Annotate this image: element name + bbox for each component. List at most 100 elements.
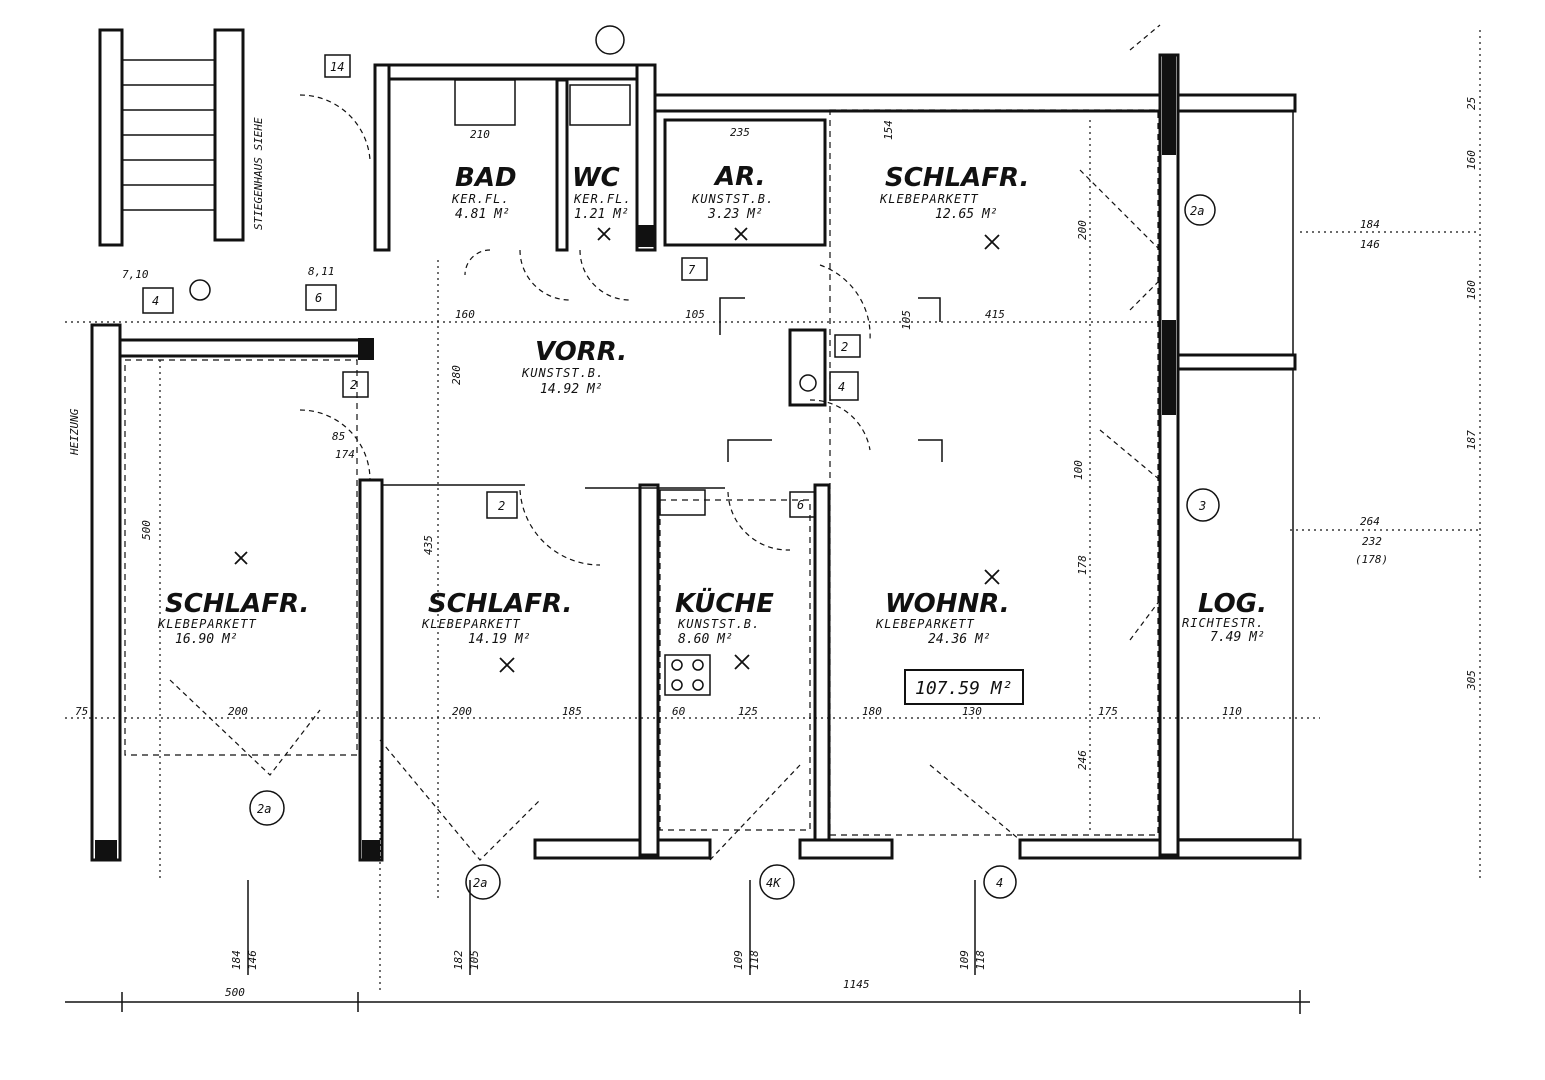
room-name: AR. [713, 162, 766, 192]
svg-text:109: 109 [732, 950, 745, 970]
svg-text:2: 2 [498, 499, 505, 513]
svg-text:16.90 M²: 16.90 M² [175, 632, 238, 647]
svg-text:7: 7 [688, 263, 696, 277]
svg-text:3: 3 [1198, 499, 1206, 513]
svg-text:4K: 4K [766, 876, 781, 890]
svg-text:2a: 2a [473, 876, 487, 890]
wall-bottom-kitchen [533, 838, 712, 860]
room-left-inner [124, 359, 358, 756]
room-bad: BAD KER.FL. 4.81 M² [451, 163, 517, 222]
svg-text:130: 130 [962, 705, 982, 718]
wall-loggia-divider [1158, 53, 1180, 857]
svg-text:4.81 M²: 4.81 M² [455, 207, 510, 222]
bathtub [454, 79, 516, 126]
svg-text:180: 180 [1465, 280, 1478, 300]
svg-text:1145: 1145 [843, 978, 870, 991]
stair-note: STIEGENHAUS SIEHE [252, 117, 265, 230]
svg-text:280: 280 [450, 365, 463, 385]
room-name: VORR. [535, 337, 627, 367]
svg-text:14.92 M²: 14.92 M² [540, 382, 603, 397]
svg-text:3.23 M²: 3.23 M² [707, 207, 763, 222]
room-name: WOHNR. [885, 589, 1010, 619]
svg-text:4: 4 [838, 380, 845, 394]
svg-text:435: 435 [422, 535, 435, 555]
svg-text:100: 100 [1072, 460, 1085, 480]
svg-text:14.19 M²: 14.19 M² [468, 632, 531, 647]
svg-text:7,10: 7,10 [122, 268, 149, 281]
room-loggia: LOG. RICHTESTR. 7.49 M² [1182, 589, 1267, 645]
svg-text:305: 305 [1465, 670, 1478, 691]
svg-text:500: 500 [225, 986, 245, 999]
room-ar: AR. KUNSTST.B. 3.23 M² [691, 162, 774, 222]
wall-partition-1 [358, 478, 384, 862]
svg-text:264: 264 [1360, 515, 1380, 528]
kitchen-inner [659, 499, 811, 831]
svg-text:4: 4 [996, 876, 1003, 890]
markers: 14 4 6 2 2 4 6 7 2 2a 2a 4K 4 3 2a [142, 54, 1220, 900]
loggia-outline [1177, 368, 1294, 840]
svg-text:HEIZUNG: HEIZUNG [68, 408, 81, 456]
svg-text:85: 85 [332, 430, 345, 443]
wall-left-outer [90, 323, 122, 862]
wall-bath-top [373, 63, 639, 81]
wall-loggia-top [1168, 353, 1297, 371]
room-wohnr: WOHNR. KLEBEPARKETT 24.36 M² [875, 589, 1010, 647]
stair-wall-left [98, 28, 124, 247]
svg-text:174: 174 [335, 448, 355, 461]
svg-text:160: 160 [455, 308, 475, 321]
svg-text:KLEBEPARKETT: KLEBEPARKETT [157, 617, 257, 631]
svg-text:118: 118 [748, 950, 761, 970]
svg-text:1.21 M²: 1.21 M² [574, 207, 629, 222]
wall-bath-left [373, 63, 391, 252]
svg-text:125: 125 [738, 705, 758, 718]
room-name: KÜCHE [675, 586, 774, 619]
right-room-outline [1177, 110, 1294, 356]
svg-text:175: 175 [1098, 705, 1118, 718]
svg-text:75: 75 [75, 705, 88, 718]
wall-top-right [653, 93, 1297, 113]
svg-text:KUNSTST.B.: KUNSTST.B. [691, 192, 774, 206]
room-name: SCHLAFR. [885, 163, 1029, 193]
svg-text:210: 210 [470, 128, 490, 141]
total-area: 107.59 M² [915, 678, 1013, 699]
dimension-lines [65, 30, 1481, 1014]
wall-mid-left [90, 338, 369, 358]
svg-text:(178): (178) [1355, 553, 1388, 566]
wall-bath-wc [555, 78, 569, 252]
shaft [788, 328, 827, 407]
svg-text:500: 500 [140, 520, 153, 540]
svg-text:6: 6 [797, 498, 804, 512]
svg-text:154: 154 [882, 120, 895, 140]
svg-text:KUNSTST.B.: KUNSTST.B. [521, 366, 604, 380]
svg-text:KLEBEPARKETT: KLEBEPARKETT [879, 192, 979, 206]
svg-text:184: 184 [230, 950, 243, 970]
svg-text:KLEBEPARKETT: KLEBEPARKETT [421, 617, 521, 631]
svg-text:146: 146 [246, 950, 259, 970]
wc-fixture [569, 84, 631, 126]
svg-text:RICHTESTR.: RICHTESTR. [1182, 616, 1264, 630]
svg-text:12.65 M²: 12.65 M² [935, 207, 998, 222]
svg-text:8.60 M²: 8.60 M² [678, 632, 733, 647]
room-schlafr-top: SCHLAFR. KLEBEPARKETT 12.65 M² [879, 163, 1029, 222]
room-name: BAD [455, 163, 517, 193]
svg-text:185: 185 [562, 705, 582, 718]
svg-text:160: 160 [1465, 150, 1478, 170]
wall-partition-kitchen [638, 483, 660, 857]
wall-partition-living [813, 483, 831, 842]
room-right-inner [829, 109, 1159, 836]
room-vorr: VORR. KUNSTST.B. 14.92 M² [521, 337, 627, 397]
svg-text:246: 246 [1076, 750, 1089, 770]
svg-text:184: 184 [1360, 218, 1380, 231]
svg-text:24.36 M²: 24.36 M² [928, 632, 991, 647]
wall-bottom-mid [798, 838, 894, 860]
svg-text:7.49 M²: 7.49 M² [1210, 630, 1265, 645]
svg-text:8,11: 8,11 [308, 265, 335, 278]
svg-text:200: 200 [1076, 220, 1089, 240]
room-name: SCHLAFR. [165, 589, 309, 619]
stairwell: STIEGENHAUS SIEHE [98, 28, 265, 247]
room-name: WC [572, 163, 620, 193]
svg-text:200: 200 [228, 705, 248, 718]
svg-text:2a: 2a [257, 802, 271, 816]
walls [90, 53, 1302, 862]
